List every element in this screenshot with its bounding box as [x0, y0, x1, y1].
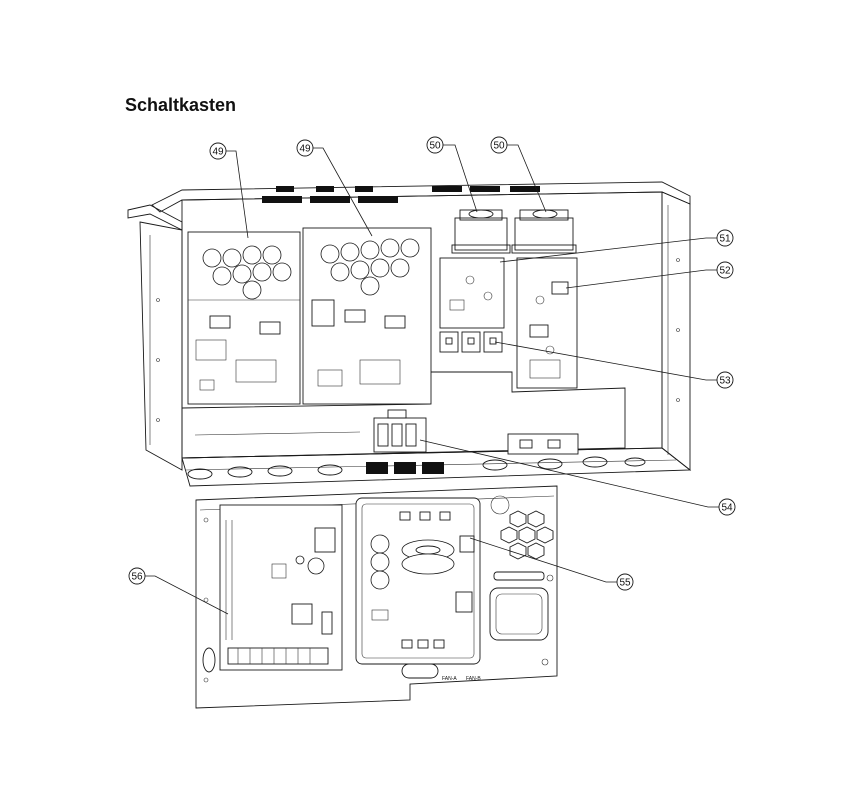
- callout-52: 52: [565, 261, 734, 289]
- filter-board-55: [355, 497, 481, 665]
- page-title: Schaltkasten: [125, 95, 237, 115]
- transformer-left: [451, 209, 511, 254]
- callout-54: 54: [419, 439, 736, 516]
- callout-label: 52: [719, 266, 731, 277]
- vent-hexagons: [500, 510, 554, 560]
- callout-label: 50: [429, 141, 441, 152]
- control-board-51: [439, 257, 505, 329]
- inverter-board-right: [302, 227, 432, 405]
- callout-53: 53: [494, 341, 734, 389]
- terminal-block-54: [373, 409, 579, 455]
- control-board-52: [516, 257, 578, 389]
- upper-housing: [127, 181, 692, 487]
- inverter-board-left: [187, 231, 301, 405]
- callout-label: 49: [212, 147, 224, 158]
- fan-a-label: FAN-A: [442, 676, 457, 682]
- capacitor-bank-right: [320, 238, 420, 296]
- callout-label: 55: [619, 578, 631, 589]
- callout-49-right: 49: [296, 139, 373, 237]
- relay-block-53: [439, 331, 503, 353]
- callout-label: 56: [131, 572, 143, 583]
- fan-b-label: FAN-B: [466, 676, 481, 682]
- callout-56: 56: [128, 567, 229, 615]
- callout-55: 55: [469, 537, 634, 591]
- callout-label: 50: [493, 141, 505, 152]
- callout-50-left: 50: [426, 136, 478, 213]
- callout-49-left: 49: [209, 142, 249, 239]
- callout-50-right: 50: [490, 136, 547, 213]
- callout-label: 51: [719, 234, 731, 245]
- callout-label: 49: [299, 144, 311, 155]
- callout-label: 53: [719, 376, 731, 387]
- main-control-board-56: [219, 504, 343, 671]
- capacitor-bank-left: [202, 245, 292, 300]
- callout-51: 51: [499, 229, 734, 263]
- callout-label: 54: [721, 503, 733, 514]
- transformer-right: [511, 209, 577, 254]
